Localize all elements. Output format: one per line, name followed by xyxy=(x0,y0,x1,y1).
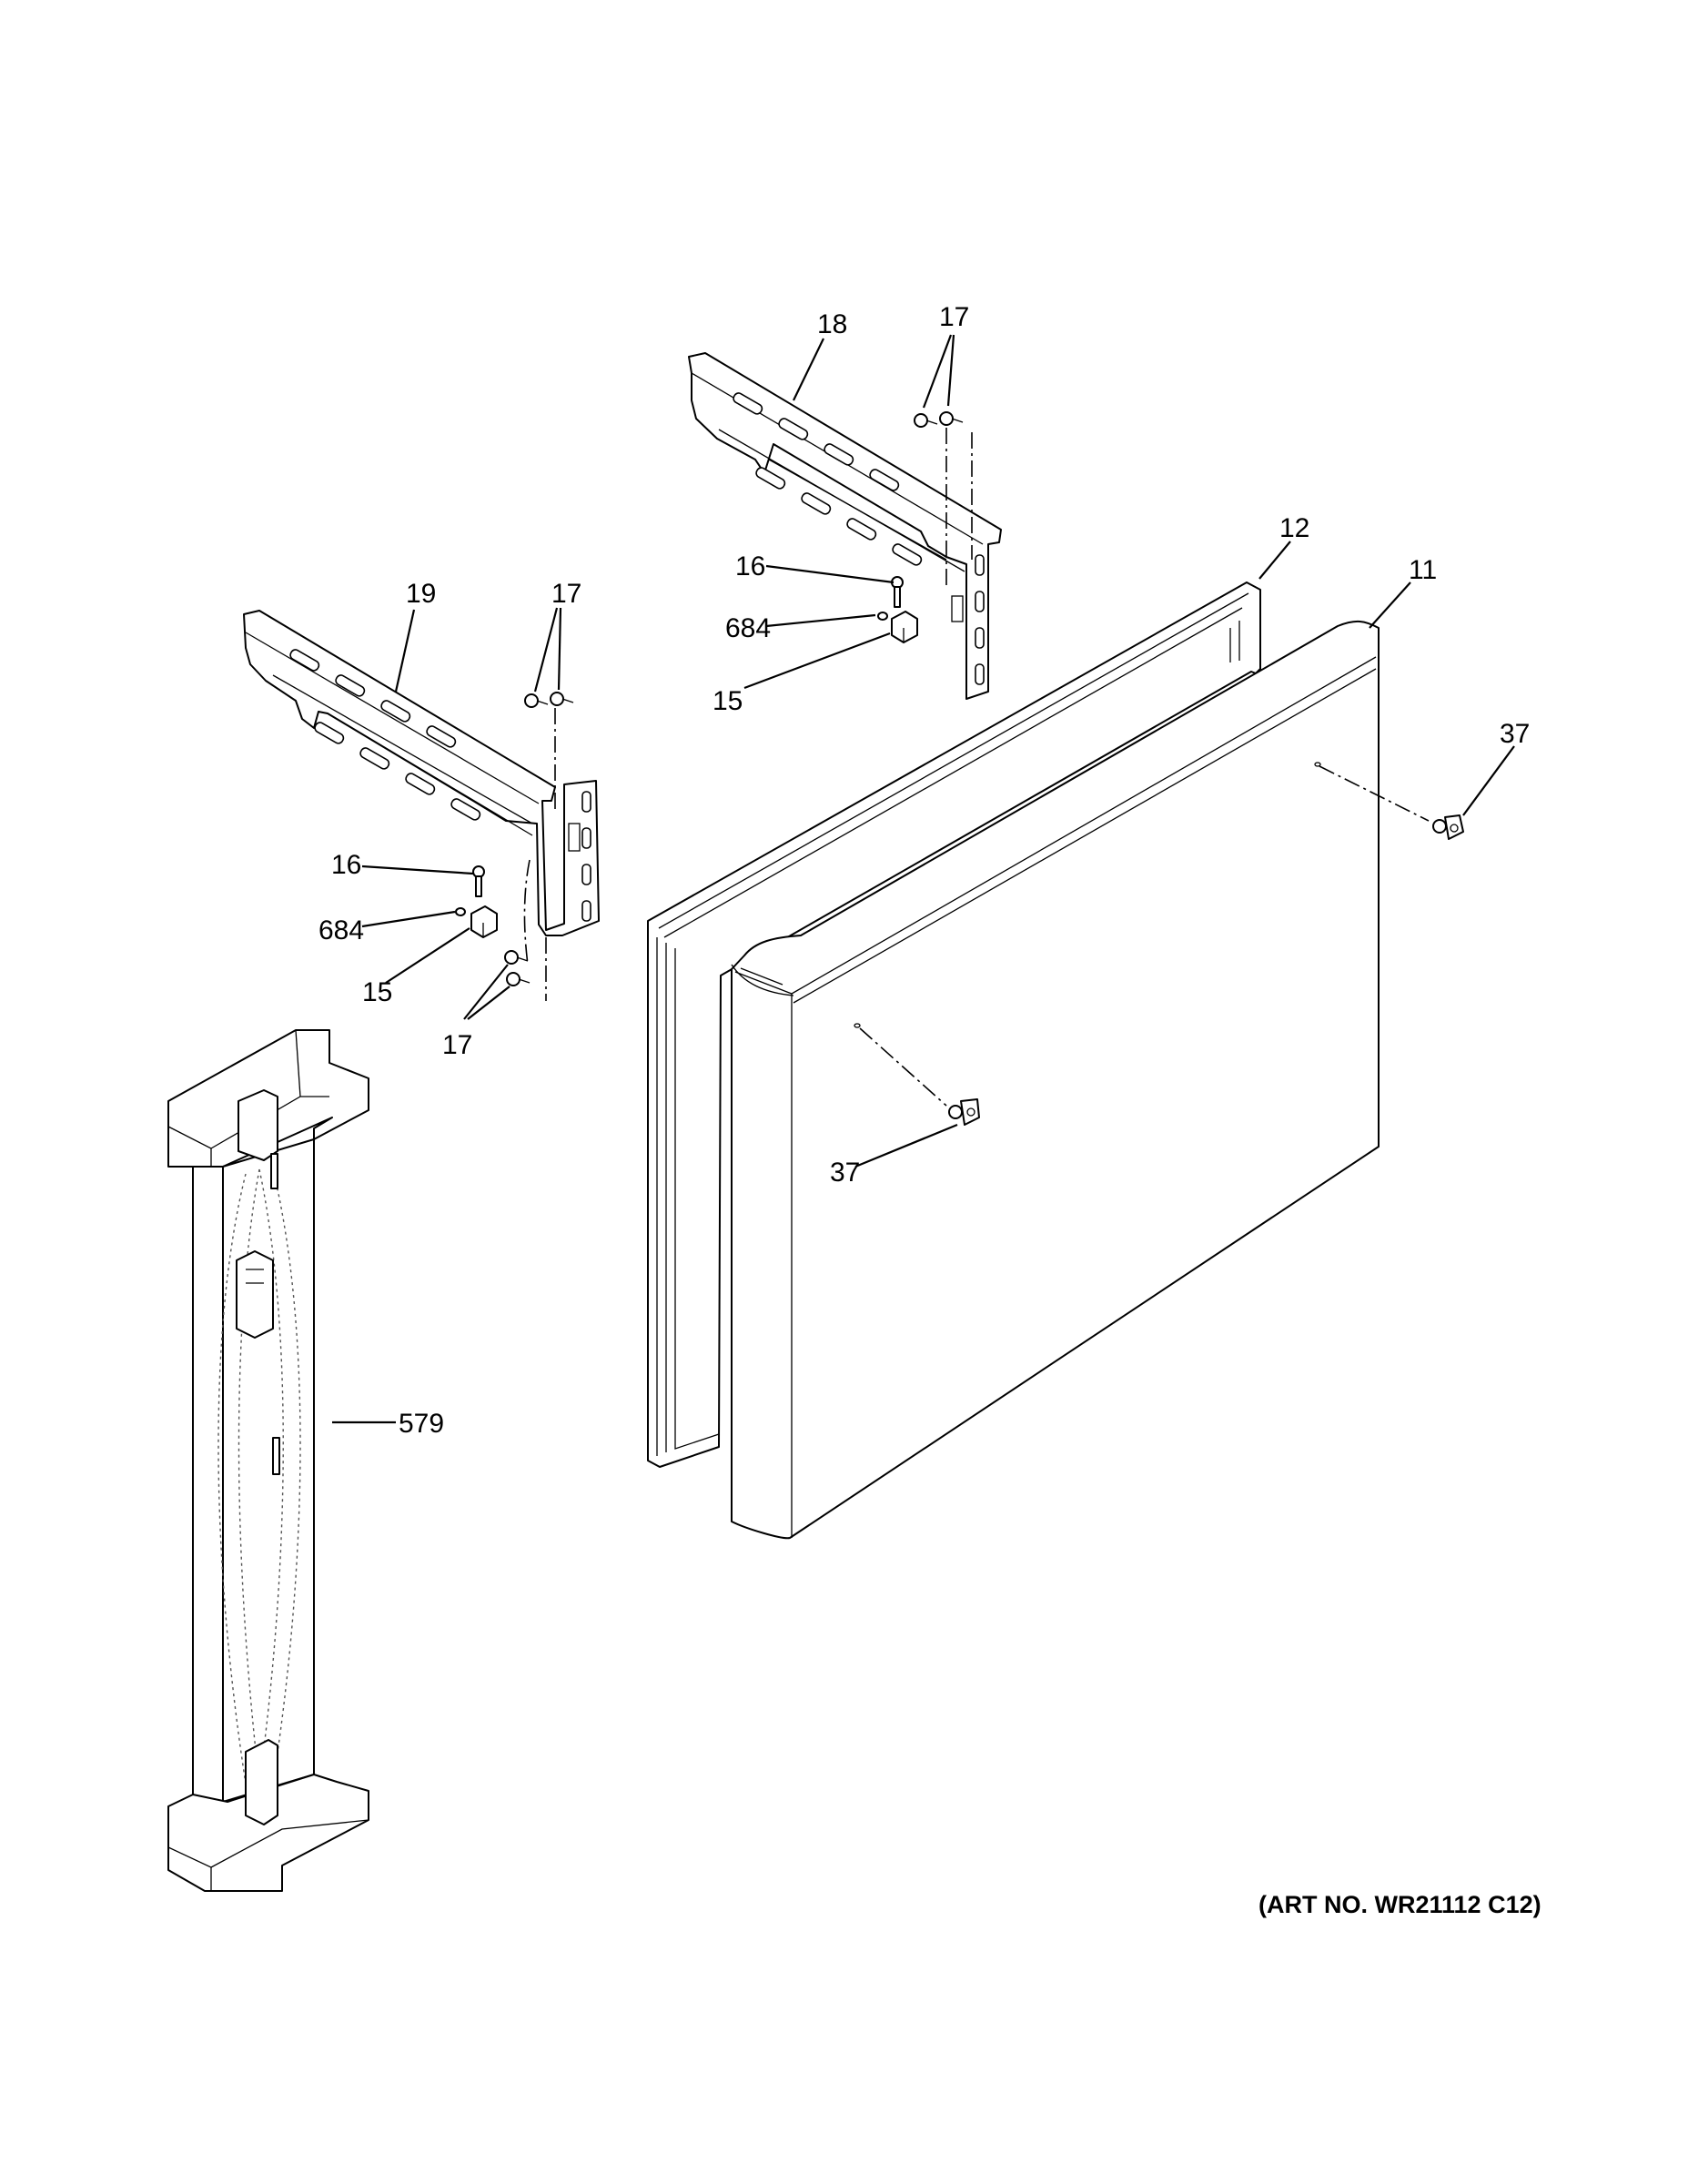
shipping-brace xyxy=(167,1029,369,1892)
door-stop-37-right xyxy=(1314,762,1464,840)
callout-579: 579 xyxy=(399,1409,444,1439)
clip-15-left xyxy=(470,905,498,938)
washer-684-left xyxy=(455,907,466,916)
washer-684-top xyxy=(877,612,888,621)
callout-19: 19 xyxy=(406,579,436,609)
art-number: (ART NO. WR21112 C12) xyxy=(1258,1891,1541,1918)
callout-12: 12 xyxy=(1279,513,1309,543)
clip-15-top xyxy=(891,611,918,643)
callout-17-top: 17 xyxy=(939,302,969,332)
screw-16-left xyxy=(472,865,485,897)
screw-17-mid-left xyxy=(524,693,549,708)
callout-17-mid: 17 xyxy=(551,579,581,609)
callout-16-top: 16 xyxy=(735,551,765,581)
callout-37-right: 37 xyxy=(1500,719,1530,749)
callout-16-left: 16 xyxy=(331,850,361,880)
callout-17-low: 17 xyxy=(442,1030,472,1060)
callout-15-top: 15 xyxy=(713,686,743,716)
callouts: 18 17 12 11 16 684 15 37 19 17 16 684 15… xyxy=(318,302,1530,1439)
hinge-bracket-upper xyxy=(688,352,1002,700)
leader-lines xyxy=(332,334,1515,1424)
callout-684-left: 684 xyxy=(318,915,364,945)
callout-684-top: 684 xyxy=(725,613,771,643)
callout-18: 18 xyxy=(817,309,847,339)
door-gasket xyxy=(647,581,1261,1468)
screw-17-top-right xyxy=(939,411,964,426)
callout-11: 11 xyxy=(1409,555,1437,585)
screw-17-low-lower xyxy=(506,972,531,986)
callout-37-door: 37 xyxy=(830,1158,860,1188)
screw-17-top-left xyxy=(914,413,938,428)
hinge-bracket-lower xyxy=(243,610,600,1001)
screw-17-low-upper xyxy=(504,950,529,965)
callout-15-left: 15 xyxy=(362,977,392,1007)
screw-17-mid-right xyxy=(550,692,574,706)
door-panel xyxy=(731,621,1380,1540)
door-stop-37-door xyxy=(854,1023,980,1126)
